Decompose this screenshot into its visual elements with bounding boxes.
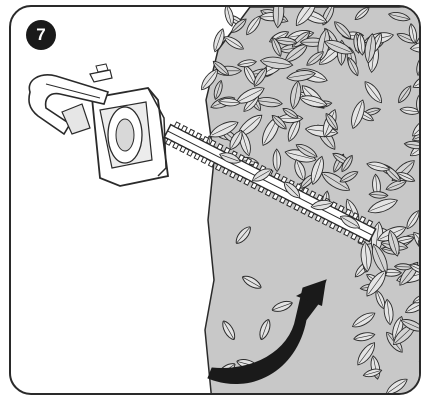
step-number-badge: 7 [26, 20, 56, 50]
